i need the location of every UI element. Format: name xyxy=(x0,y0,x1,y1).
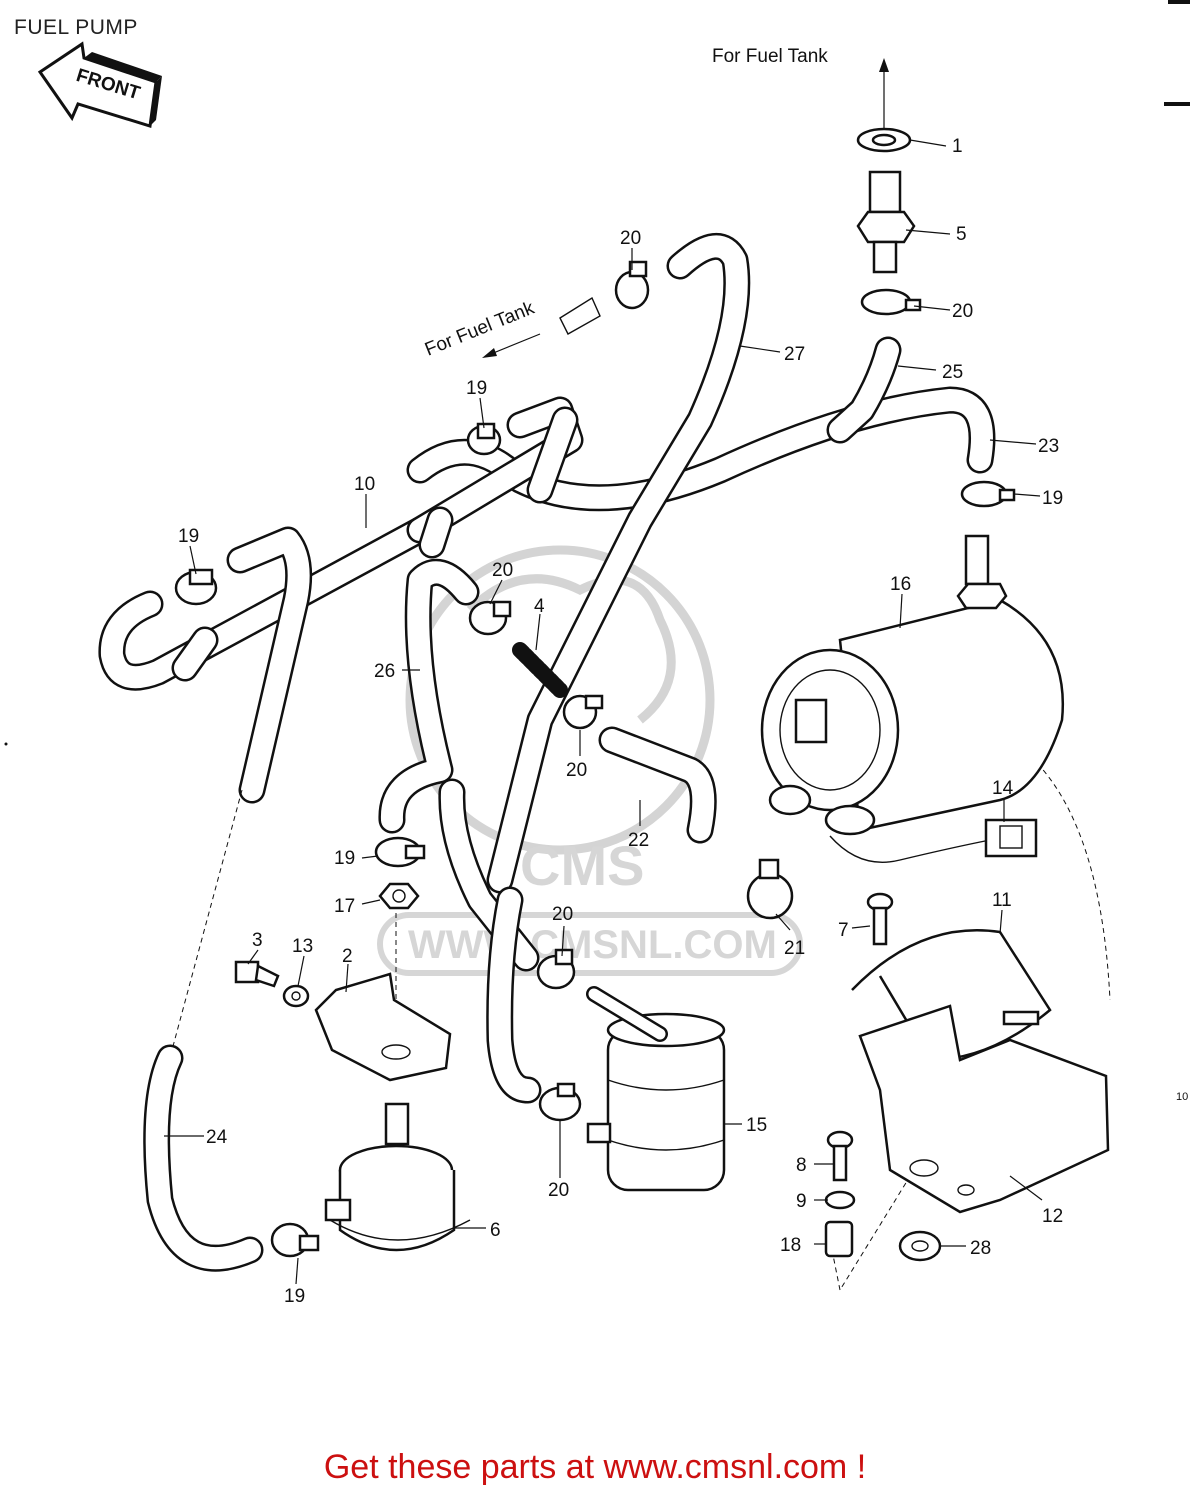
part-3-bolt xyxy=(234,960,280,988)
callout-20: 20 xyxy=(552,904,573,925)
hose-10 xyxy=(98,516,434,691)
part-28-grommet xyxy=(898,1230,942,1262)
callout-25: 25 xyxy=(942,362,963,383)
callout-18: 18 xyxy=(780,1235,801,1256)
part-14-connector xyxy=(984,818,1038,858)
clamp-20-mid xyxy=(468,600,512,636)
clamp-21 xyxy=(746,858,794,920)
promo-link[interactable]: Get these parts at www.cmsnl.com ! xyxy=(323,1448,867,1486)
hose-branch-left xyxy=(171,526,313,804)
part-1-washer xyxy=(856,127,912,153)
callout-15: 15 xyxy=(746,1115,767,1136)
callout-11: 11 xyxy=(992,890,1012,911)
hose-25 xyxy=(826,336,902,444)
leader-lines xyxy=(164,139,1043,1285)
note-for-fuel-tank-top: For Fuel Tank xyxy=(712,46,828,67)
callout-27: 27 xyxy=(784,344,805,365)
callout-5: 5 xyxy=(956,224,967,245)
callout-21: 21 xyxy=(784,938,805,959)
front-arrow-icon: FRONT xyxy=(37,41,162,128)
hose-23 xyxy=(406,386,996,512)
callout-16: 16 xyxy=(890,574,911,595)
hose-22 xyxy=(598,726,717,844)
clamp-19-lower xyxy=(374,836,426,868)
callout-8: 8 xyxy=(796,1155,807,1176)
callout-19: 19 xyxy=(178,526,199,547)
callout-17: 17 xyxy=(334,896,355,917)
part-6-pressure-regulator xyxy=(324,1102,471,1252)
clamp-20-top xyxy=(614,260,650,310)
tank-direction-top: For Fuel Tank xyxy=(712,46,889,128)
callout-10: 10 xyxy=(354,474,375,495)
callout-13: 13 xyxy=(292,936,313,957)
clamp-19-left xyxy=(174,568,218,606)
part-9-washer xyxy=(824,1190,856,1210)
hose-10-upper xyxy=(406,396,584,559)
watermark-brand: CMS xyxy=(520,834,644,897)
clamp-19-bottom xyxy=(270,1222,320,1258)
clamp-20-lower xyxy=(562,694,604,730)
callout-26: 26 xyxy=(374,661,395,682)
watermark-logo: CMS WWW.CMSNL.COM xyxy=(377,545,803,976)
callout-20: 20 xyxy=(492,560,513,581)
callout-3: 3 xyxy=(252,930,263,951)
callout-22: 22 xyxy=(628,830,649,851)
callout-2: 2 xyxy=(342,946,353,967)
clamp-20-filter xyxy=(536,948,576,990)
part-7-screw xyxy=(866,892,894,946)
clamp-20-bottom xyxy=(538,1082,582,1122)
callout-23: 23 xyxy=(1038,436,1059,457)
callout-24: 24 xyxy=(206,1127,228,1148)
hose-24 xyxy=(143,1044,264,1272)
part-2-bracket xyxy=(314,972,452,1082)
page-title: FUEL PUMP xyxy=(14,16,138,39)
callout-1: 1 xyxy=(952,136,963,157)
part-17-nut xyxy=(378,882,420,910)
clamp-20-right xyxy=(860,288,922,316)
callout-7: 7 xyxy=(838,920,849,941)
callout-20: 20 xyxy=(620,228,641,249)
part-15-fuel-filter xyxy=(586,986,726,1192)
note-for-fuel-tank-mid: For Fuel Tank xyxy=(422,298,538,361)
callout-9: 9 xyxy=(796,1191,807,1212)
callout-19: 19 xyxy=(466,378,487,399)
callout-6: 6 xyxy=(490,1220,501,1241)
clamp-19-upper xyxy=(466,422,502,456)
part-16-fuel-pump xyxy=(760,534,1065,863)
part-12-mount-bracket xyxy=(858,1004,1110,1214)
tank-direction-mid: For Fuel Tank xyxy=(422,296,601,361)
callout-20: 20 xyxy=(952,301,973,322)
callout-19: 19 xyxy=(284,1286,305,1307)
hose-27 xyxy=(486,232,751,894)
part-18-collar xyxy=(824,1220,854,1258)
callout-12: 12 xyxy=(1042,1206,1063,1227)
callout-19: 19 xyxy=(1042,488,1063,509)
callout-4: 4 xyxy=(534,596,545,617)
callout-28: 28 xyxy=(970,1238,991,1259)
hose-26 xyxy=(378,558,540,972)
edge-marks: 10 xyxy=(4,0,1190,1103)
clamp-19-right xyxy=(960,480,1016,508)
callout-20: 20 xyxy=(566,760,587,781)
callouts: 1 5 20 20 27 25 23 19 19 10 19 20 4 16 2… xyxy=(178,136,1063,1307)
callout-20: 20 xyxy=(548,1180,569,1201)
hose-15-return xyxy=(486,886,542,1104)
callout-19: 19 xyxy=(334,848,355,869)
part-13-washer xyxy=(282,984,310,1008)
watermark-url: WWW.CMSNL.COM xyxy=(408,923,777,967)
callout-14: 14 xyxy=(992,778,1014,799)
part-4-spring xyxy=(512,642,568,698)
margin-mark: 10 xyxy=(1176,1091,1188,1103)
part-8-bolt xyxy=(826,1130,854,1182)
part-5-fitting xyxy=(856,170,916,274)
